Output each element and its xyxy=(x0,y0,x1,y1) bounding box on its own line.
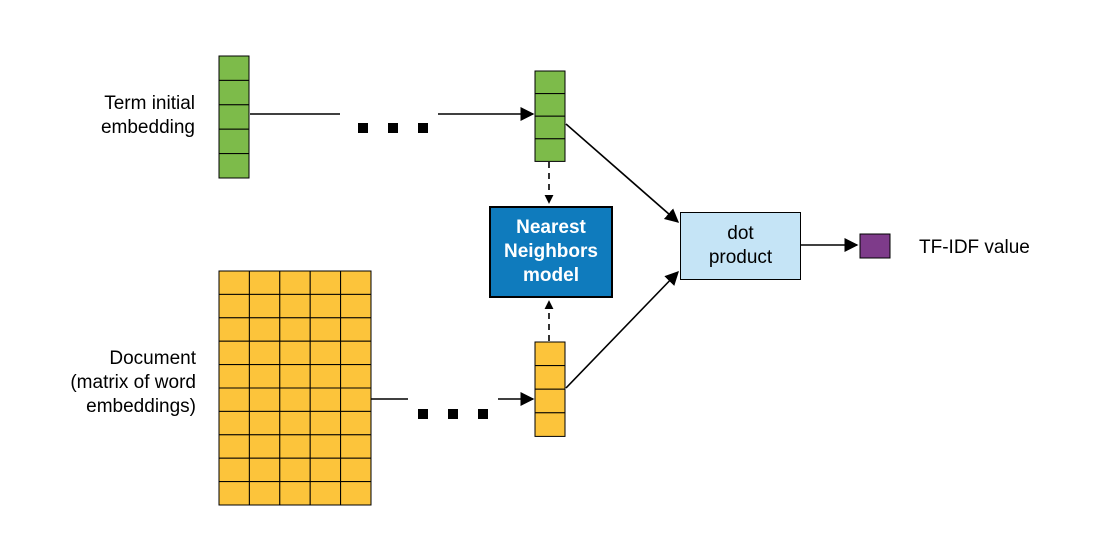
term-initial-embedding-label: Term initial embedding xyxy=(60,92,195,140)
matrix-cell xyxy=(309,317,342,342)
ellipsis-dot xyxy=(478,409,488,419)
matrix-cell xyxy=(218,79,250,106)
document-label-line3: embeddings) xyxy=(86,396,196,417)
matrix-cell xyxy=(534,388,566,414)
matrix-cell xyxy=(309,364,342,389)
document-label-line1: Document xyxy=(109,348,196,369)
nn-model-line1: Nearest xyxy=(516,217,586,238)
matrix-cell xyxy=(340,434,372,459)
matrix-cell xyxy=(309,457,342,483)
matrix-cell xyxy=(340,293,372,319)
document-to-dot-arrow xyxy=(565,270,679,389)
matrix-cell xyxy=(218,104,250,130)
matrix-cell xyxy=(279,293,311,319)
ellipsis-dot xyxy=(418,123,428,133)
document-label-line2: (matrix of word xyxy=(70,372,196,393)
ellipsis-dot xyxy=(388,123,398,133)
matrix-cell xyxy=(534,93,566,117)
matrix-cell xyxy=(218,55,250,81)
matrix-cell xyxy=(340,481,372,506)
matrix-cell xyxy=(309,387,342,412)
matrix-cell xyxy=(309,340,342,366)
matrix-cell xyxy=(218,364,250,389)
tfidf-value-label: TF-IDF value xyxy=(919,237,1030,258)
matrix-cell xyxy=(534,341,566,367)
term-initial-embedding-vector xyxy=(218,55,250,179)
ellipsis-dot xyxy=(418,409,428,419)
matrix-cell xyxy=(218,293,250,319)
matrix-cell xyxy=(309,293,342,319)
matrix-cell xyxy=(248,410,281,436)
matrix-cell xyxy=(279,364,311,389)
matrix-cell xyxy=(279,317,311,342)
matrix-cell xyxy=(248,434,281,459)
term-label-line2: embedding xyxy=(100,117,195,138)
dot-product-line1: dot xyxy=(727,223,754,244)
matrix-cell xyxy=(218,457,250,483)
matrix-cell xyxy=(340,457,372,483)
matrix-cell xyxy=(218,434,250,459)
matrix-cell xyxy=(309,410,342,436)
matrix-cell xyxy=(309,270,342,295)
matrix-cell xyxy=(534,412,566,437)
ellipsis-dot xyxy=(448,409,458,419)
matrix-cell xyxy=(218,270,250,295)
term-reduced-embedding-vector xyxy=(534,70,566,162)
matrix-cell xyxy=(309,434,342,459)
matrix-cell xyxy=(279,481,311,506)
matrix-cell xyxy=(218,481,250,506)
matrix-cell xyxy=(248,270,281,295)
matrix-cell xyxy=(218,340,250,366)
matrix-cell xyxy=(534,138,566,162)
matrix-cell xyxy=(859,233,891,259)
matrix-cell xyxy=(279,410,311,436)
term-label-line1: Term initial xyxy=(104,93,195,114)
matrix-cell xyxy=(248,364,281,389)
nearest-neighbors-model-box: Nearest Neighbors model xyxy=(489,206,613,298)
document-embedding-matrix xyxy=(218,270,372,506)
dot-product-box: dot product xyxy=(680,212,801,280)
matrix-cell xyxy=(309,481,342,506)
document-label: Document (matrix of word embeddings) xyxy=(20,347,196,419)
matrix-cell xyxy=(218,128,250,155)
matrix-cell xyxy=(218,317,250,342)
matrix-cell xyxy=(340,364,372,389)
nn-model-line2: Neighbors xyxy=(504,241,598,262)
matrix-cell xyxy=(340,317,372,342)
matrix-cell xyxy=(279,387,311,412)
ellipsis-dot xyxy=(358,123,368,133)
matrix-cell xyxy=(534,115,566,140)
tfidf-output-cell xyxy=(859,233,891,259)
matrix-cell xyxy=(279,270,311,295)
term-to-dot-arrow xyxy=(565,123,680,223)
dot-product-line2: product xyxy=(708,247,773,268)
matrix-cell xyxy=(248,457,281,483)
nn-model-line3: model xyxy=(523,265,579,286)
matrix-cell xyxy=(248,293,281,319)
matrix-cell xyxy=(340,410,372,436)
matrix-cell xyxy=(340,270,372,295)
matrix-cell xyxy=(279,457,311,483)
matrix-cell xyxy=(534,70,566,95)
matrix-cell xyxy=(248,387,281,412)
matrix-cell xyxy=(248,317,281,342)
matrix-cell xyxy=(218,153,250,179)
matrix-cell xyxy=(218,387,250,412)
matrix-cell xyxy=(340,340,372,366)
matrix-cell xyxy=(534,365,566,390)
matrix-cell xyxy=(248,340,281,366)
matrix-cell xyxy=(248,481,281,506)
document-reduced-embedding-vector xyxy=(534,341,566,437)
matrix-cell xyxy=(218,410,250,436)
matrix-cell xyxy=(340,387,372,412)
matrix-cell xyxy=(279,434,311,459)
matrix-cell xyxy=(279,340,311,366)
